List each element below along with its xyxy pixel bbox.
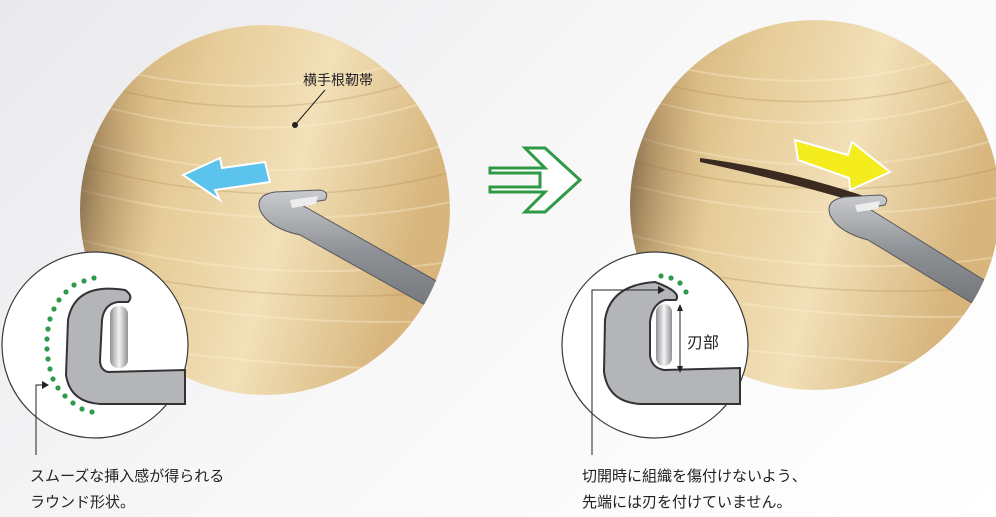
right-zoom-circle: 刃部 (561, 251, 749, 455)
left-dotted-round-outline (44, 275, 97, 415)
left-panel: 横手根靭帯 (1, 25, 450, 455)
right-caption-leader-line (591, 289, 660, 455)
right-dotted-round-outline (658, 273, 689, 295)
right-incision-arrow (793, 138, 892, 192)
right-caption-line-2: 先端には刃を付けていません。 (582, 493, 792, 511)
left-caption-line-2: ラウンド形状。 (30, 493, 136, 511)
left-caption-leader-line (35, 384, 44, 455)
right-panel: 刃部 (561, 20, 996, 455)
blade-label: 刃部 (687, 333, 719, 352)
left-caption-line-1: スムーズな挿入感が得られる (30, 467, 225, 485)
transition-arrow (488, 146, 583, 214)
ligament-leader-line (294, 89, 326, 126)
left-zoom-circle (1, 251, 189, 455)
ligament-label: 横手根靭帯 (303, 73, 373, 89)
right-caption-line-1: 切開時に組織を傷付けないよう、 (582, 467, 807, 485)
ligament-point (292, 122, 298, 128)
left-insertion-arrow (180, 156, 272, 203)
